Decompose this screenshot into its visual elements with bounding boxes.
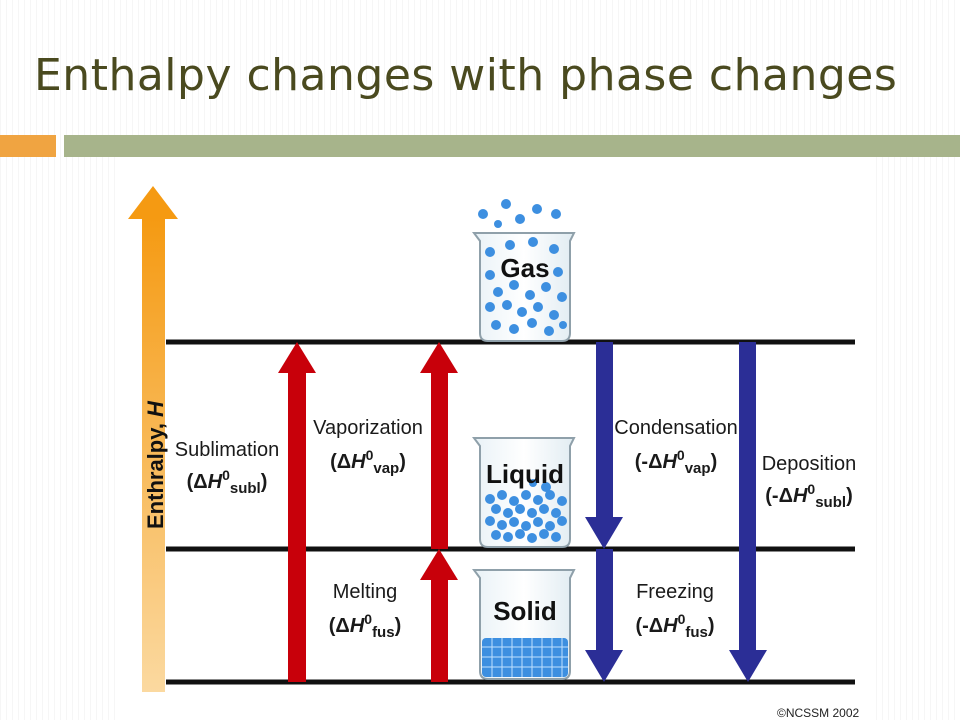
svg-text:Freezing: Freezing	[636, 581, 714, 603]
title-accent-bar-orange	[0, 135, 56, 157]
sublimation-arrow	[278, 342, 316, 682]
freezing-arrow	[585, 549, 623, 682]
svg-text:(ΔH0fus): (ΔH0fus)	[329, 611, 401, 641]
deposition-arrow	[729, 342, 767, 682]
diagram-canvas: Enthralpy, H	[128, 186, 860, 720]
deposition-label: Deposition (-ΔH0subl)	[762, 453, 857, 511]
svg-text:Condensation: Condensation	[614, 417, 737, 439]
melting-label: Melting (ΔH0fus)	[329, 581, 401, 641]
solid-beaker: Solid	[472, 569, 576, 680]
condensation-arrow	[585, 342, 623, 549]
svg-text:(-ΔH0fus): (-ΔH0fus)	[635, 611, 714, 641]
svg-text:(ΔH0vap): (ΔH0vap)	[330, 447, 406, 477]
svg-text:(ΔH0subl): (ΔH0subl)	[187, 467, 268, 497]
sublimation-label: Sublimation (ΔH0subl)	[175, 439, 280, 497]
copyright-notice: ©NCSSM 2002	[777, 706, 860, 720]
gas-beaker: Gas	[472, 199, 576, 342]
svg-text:(-ΔH0subl): (-ΔH0subl)	[765, 481, 852, 511]
freezing-label: Freezing (-ΔH0fus)	[635, 581, 714, 641]
condensation-label: Condensation (-ΔH0vap)	[614, 417, 737, 477]
liquid-beaker: Liquid	[472, 437, 576, 548]
svg-text:Melting: Melting	[333, 581, 397, 603]
svg-text:Sublimation: Sublimation	[175, 439, 280, 461]
svg-text:(-ΔH0vap): (-ΔH0vap)	[635, 447, 717, 477]
liquid-particles	[485, 479, 567, 543]
svg-text:Deposition: Deposition	[762, 453, 857, 475]
melting-arrow	[420, 549, 458, 682]
title-accent-bar-green	[64, 135, 960, 157]
solid-particles	[482, 638, 568, 677]
slide-title: Enthalpy changes with phase changes	[34, 50, 898, 101]
vaporization-arrow	[420, 342, 458, 549]
vaporization-label: Vaporization (ΔH0vap)	[313, 417, 423, 477]
phase-change-diagram: Enthralpy, H	[118, 157, 872, 720]
liquid-beaker-label: Liquid	[486, 459, 564, 489]
enthalpy-axis-arrow	[128, 186, 178, 692]
gas-beaker-label: Gas	[500, 253, 549, 283]
solid-beaker-label: Solid	[493, 596, 557, 626]
svg-text:Vaporization: Vaporization	[313, 417, 423, 439]
gas-particles	[478, 199, 567, 336]
enthalpy-axis-label: Enthralpy, H	[143, 400, 168, 529]
